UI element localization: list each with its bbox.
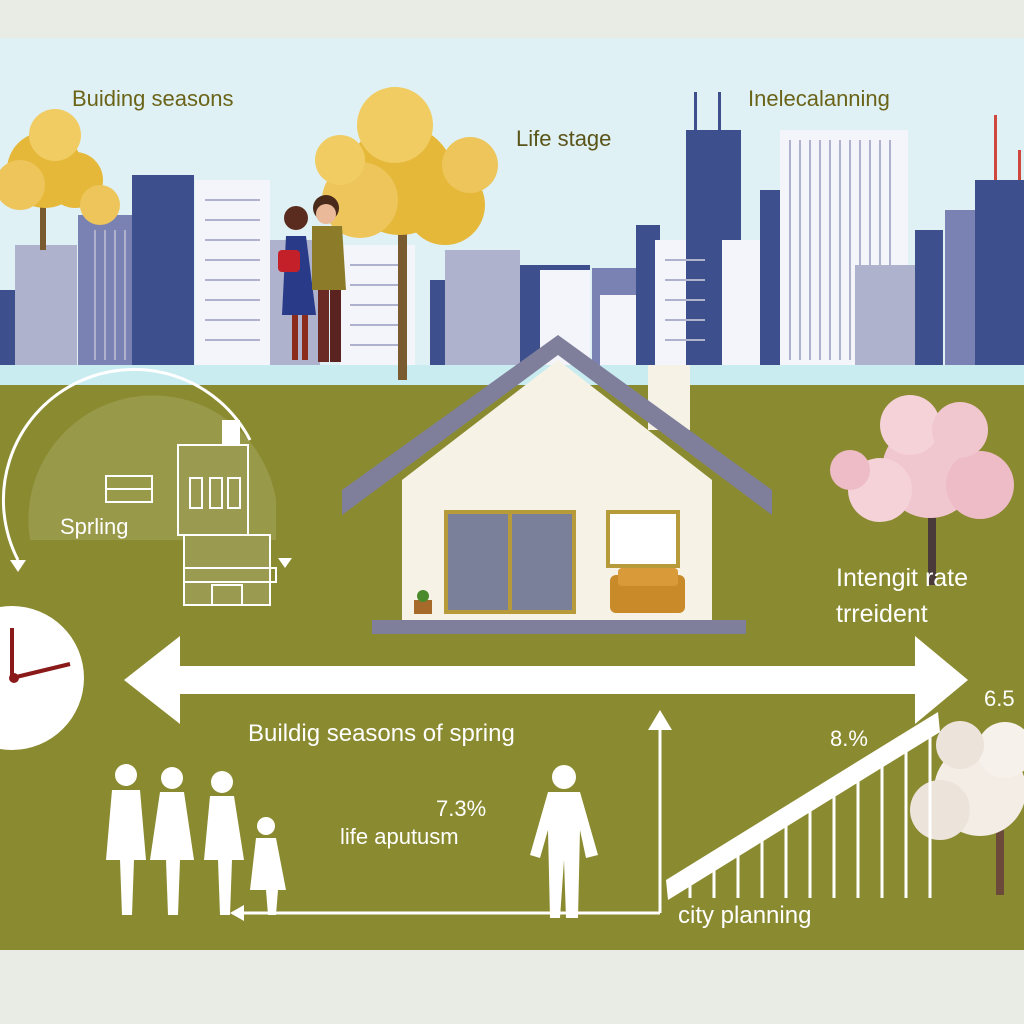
label-interest-trend: trreident [836, 600, 928, 628]
family-icon [106, 764, 286, 915]
label-life-autumn: life aputusm [340, 824, 459, 849]
label-edge-value: 6.5 [984, 686, 1015, 711]
label-chart-percent: 8.% [830, 726, 868, 751]
trend-chart-icon [666, 712, 940, 900]
label-planning-top: Inelecalanning [748, 86, 890, 111]
house-icon [342, 335, 772, 634]
person-icon [530, 765, 598, 918]
label-building-seasons: Buiding seasons [72, 86, 234, 111]
building-windows [94, 140, 891, 360]
arrow-icon [230, 905, 244, 921]
arrow-icon [232, 715, 662, 915]
spring-cycle-icon [1, 367, 292, 606]
label-interest-rate: Intengit rate [836, 564, 969, 592]
tree-icon [315, 87, 498, 380]
arrow-icon [124, 636, 968, 724]
label-life-percent: 7.3% [436, 796, 487, 821]
label-building-seasons-spring: Buildig seasons of spring [248, 720, 515, 747]
tree-icon [830, 395, 1014, 585]
clock-icon [0, 606, 84, 750]
couple-figure [278, 195, 346, 362]
arrow-icon [648, 710, 672, 730]
label-city-planning: city planning [678, 902, 812, 929]
tree-icon [910, 721, 1024, 895]
label-spring: Sprling [60, 514, 129, 539]
label-life-stage: Life stage [516, 126, 612, 151]
tree-icon [0, 109, 120, 250]
